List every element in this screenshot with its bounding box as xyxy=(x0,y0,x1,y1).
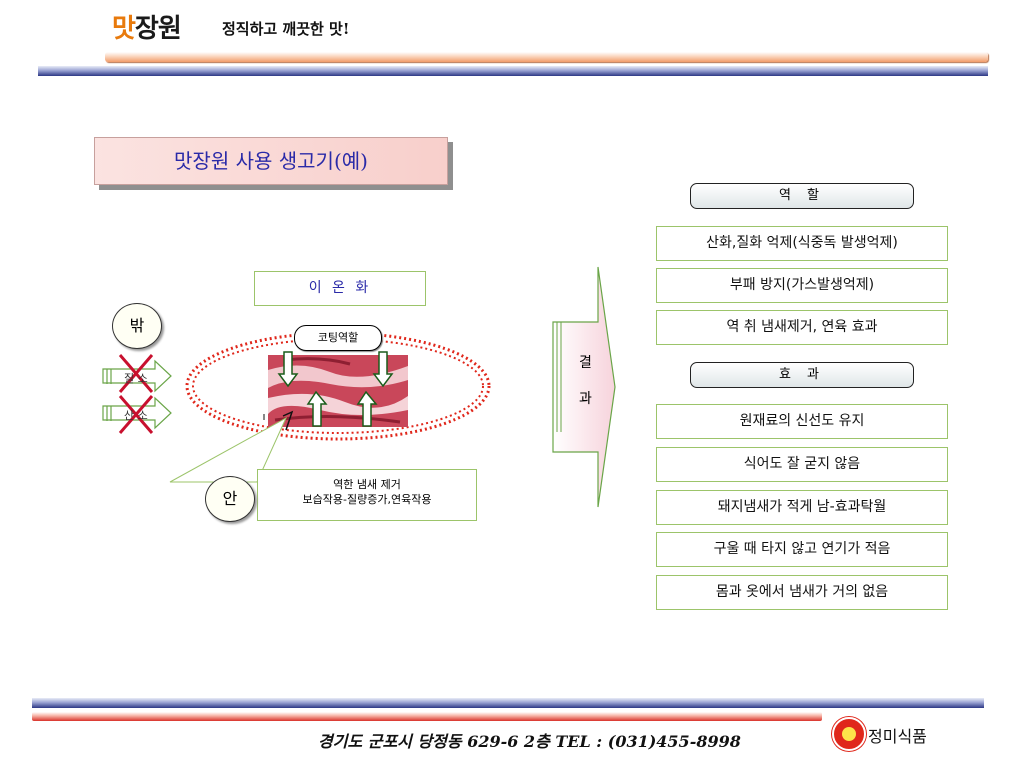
effect-item: 식어도 잘 굳지 않음 xyxy=(656,447,948,482)
coating-label: 코팅역할 xyxy=(294,325,382,351)
footer-red-bar xyxy=(32,712,822,721)
result-char-2: 과 xyxy=(579,391,592,407)
effect-item: 돼지냄새가 적게 남-효과탁월 xyxy=(656,490,948,525)
inside-effect-line1: 역한 냄새 제거 xyxy=(333,478,401,491)
effect-item: 몸과 옷에서 냄새가 거의 없음 xyxy=(656,575,948,610)
brand-logo: 맛장원 xyxy=(112,8,182,45)
role-item: 부패 방지(가스발생억제) xyxy=(656,268,948,303)
effect-item: 원재료의 신선도 유지 xyxy=(656,404,948,439)
oxygen-label: 산 소 xyxy=(124,409,148,422)
coating-arrows xyxy=(277,351,394,388)
company-name: 정미식품 xyxy=(868,727,927,746)
slide-title: 맛장원 사용 생고기(예) xyxy=(94,137,448,185)
header-blue-bar xyxy=(38,66,988,76)
result-char-1: 결 xyxy=(579,355,592,371)
effect-header: 효 과 xyxy=(690,362,914,388)
header-orange-bar xyxy=(105,52,988,62)
inside-effect-box: 역한 냄새 제거 보습작용-질량증가,연육작용 xyxy=(257,469,477,521)
ion-field-outer xyxy=(185,331,491,441)
result-arrow xyxy=(552,266,616,508)
company-logo-icon xyxy=(832,717,866,751)
nitrogen-label: 질 소 xyxy=(124,372,148,385)
outside-circle: 밖 xyxy=(112,303,162,349)
logo-text: 장원 xyxy=(134,14,182,44)
block-marks xyxy=(118,354,154,434)
inside-effect-line2: 보습작용-질량증가,연육작용 xyxy=(302,493,432,506)
ion-field-inner xyxy=(192,338,484,434)
footer-blue-bar xyxy=(32,698,984,708)
ion-arrows xyxy=(306,390,378,427)
effect-item: 구울 때 타지 않고 연기가 적음 xyxy=(656,532,948,567)
tagline: 정직하고 깨끗한 맛! xyxy=(222,20,350,38)
inside-circle: 안 xyxy=(205,476,255,522)
logo-mark: 맛 xyxy=(112,14,136,44)
role-item: 산화,질화 억제(식중독 발생억제) xyxy=(656,226,948,261)
role-header: 역 할 xyxy=(690,183,914,209)
footer-address: 경기도 군포시 당정동 629-6 2층 TEL : (031)455-8998 xyxy=(318,732,741,751)
role-item: 역 취 냄새제거, 연육 효과 xyxy=(656,310,948,345)
ionization-box: 이 온 화 xyxy=(254,271,426,306)
